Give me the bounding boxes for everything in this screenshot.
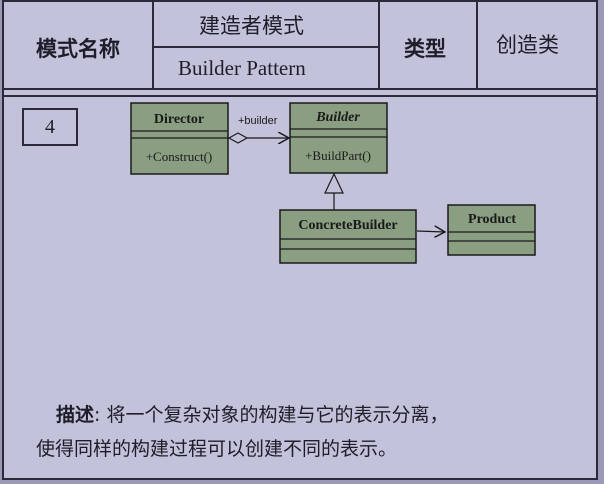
- pattern-number-box: 4: [22, 108, 78, 146]
- header-name-split: [153, 46, 379, 48]
- creates-product-arrow: [416, 231, 445, 232]
- pattern-name-label: 模式名称: [36, 37, 120, 61]
- builder-class: Builder +BuildPart(): [289, 102, 388, 174]
- director-operation: +Construct(): [146, 149, 213, 164]
- builder-operation: +BuildPart(): [305, 148, 371, 163]
- generalization-arrow: [324, 172, 344, 210]
- pattern-number: 4: [45, 115, 55, 138]
- header-bottom-border: [4, 88, 596, 90]
- association-label: +builder: [238, 115, 278, 127]
- concrete-builder-class-name: ConcreteBuilder: [298, 218, 397, 233]
- header-col-divider-2: [378, 2, 380, 89]
- header-col-divider-3: [476, 2, 478, 89]
- header-col-divider-1: [152, 2, 154, 89]
- description-text-1: : 将一个复杂对象的构建与它的表示分离，: [94, 404, 449, 426]
- product-class: Product: [447, 204, 536, 256]
- builder-class-name: Builder: [315, 110, 360, 125]
- concrete-builder-class: ConcreteBuilder: [279, 209, 417, 264]
- pattern-name-cn: 建造者模式: [199, 14, 304, 38]
- director-class: Director +Construct(): [130, 102, 229, 175]
- product-class-name: Product: [468, 212, 516, 227]
- director-class-name: Director: [154, 112, 204, 127]
- header-divider-double: [4, 95, 596, 97]
- description-label: 描述: [56, 404, 95, 426]
- aggregation-diamond: [227, 132, 249, 144]
- pattern-name-en: Builder Pattern: [178, 56, 306, 80]
- description-line-2: 使得同样的构建过程可以创建不同的表示。: [36, 438, 398, 460]
- type-value: 创造类: [496, 33, 559, 57]
- type-label: 类型: [404, 37, 446, 61]
- builder-association: +builder: [227, 115, 289, 144]
- description-line-1: 描述: 将一个复杂对象的构建与它的表示分离，: [56, 400, 448, 427]
